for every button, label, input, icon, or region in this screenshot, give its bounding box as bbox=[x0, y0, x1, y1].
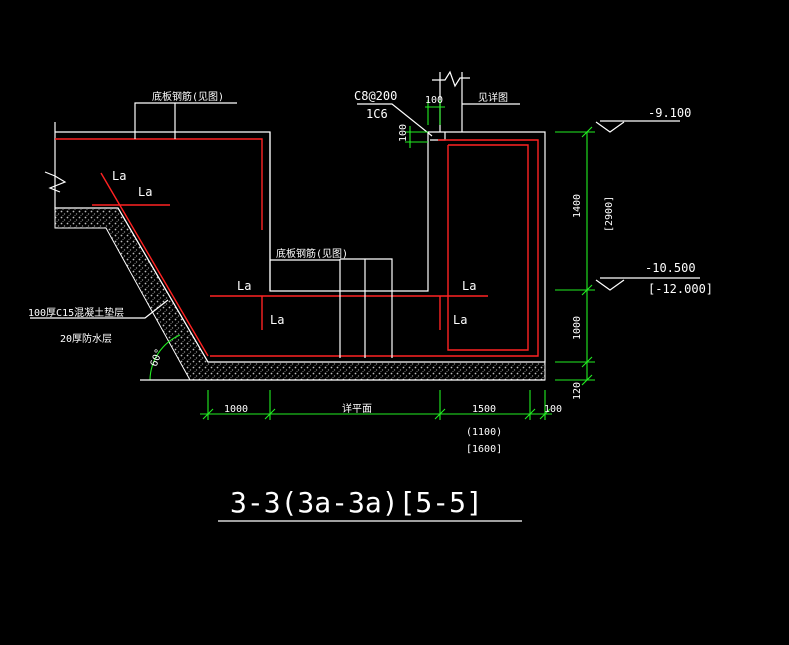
dim-h-mid: 详平面 bbox=[342, 402, 372, 415]
concrete-inner-outline bbox=[269, 132, 446, 291]
la-label-5: La bbox=[462, 279, 476, 293]
la-label-2: La bbox=[138, 185, 152, 199]
rebar-bottom bbox=[210, 139, 539, 357]
section-title: 3-3(3a-3a)[5-5] bbox=[230, 486, 483, 519]
dim-v-1000: 1000 bbox=[572, 316, 583, 340]
dim-h-1000: 1000 bbox=[224, 404, 248, 415]
cushion-note-2: 20厚防水层 bbox=[60, 332, 112, 345]
elevation-top: -9.100 bbox=[648, 106, 691, 120]
rebar-slope bbox=[100, 172, 209, 357]
dim-h-100: 100 bbox=[544, 404, 562, 415]
side-dimension-100 bbox=[405, 126, 428, 148]
top-right-note: 见详图 bbox=[478, 91, 508, 104]
top-break-zigzag bbox=[432, 70, 470, 88]
vertical-dimension-chain bbox=[555, 126, 595, 386]
middle-post bbox=[339, 258, 393, 358]
middle-note: 底板钢筋(见图) bbox=[276, 247, 348, 260]
dim-side-100: 100 bbox=[398, 124, 409, 142]
la-label-1: La bbox=[112, 169, 126, 183]
elevation-marker-top bbox=[595, 120, 680, 133]
rebar-top-left bbox=[55, 138, 263, 230]
top-left-note: 底板钢筋(见图) bbox=[152, 90, 224, 103]
elevation-mid: -10.500 bbox=[645, 261, 696, 275]
rebar-right-chamber bbox=[447, 144, 529, 351]
elevation-marker-mid bbox=[595, 277, 700, 291]
dim-h-1500-alt1: (1100) bbox=[466, 427, 502, 438]
dim-h-1500-alt2: [1600] bbox=[466, 444, 502, 455]
sloped-cushion-hatch bbox=[54, 207, 546, 381]
la-label-3: La bbox=[237, 279, 251, 293]
cushion-note-1: 100厚C15混凝土垫层 bbox=[28, 306, 124, 319]
leader-rebar-note bbox=[357, 103, 433, 137]
angle-label: 60° bbox=[149, 347, 166, 368]
horizontal-dimension-chain bbox=[200, 390, 552, 420]
leader-cushion bbox=[30, 299, 169, 319]
leader-top-left bbox=[134, 102, 237, 139]
top-dimension-100 bbox=[425, 100, 445, 125]
elevation-mid-bracket: [-12.000] bbox=[648, 282, 713, 296]
dim-h-1500: 1500 bbox=[472, 404, 496, 415]
rebar-sub-label: 1C6 bbox=[366, 107, 388, 121]
dim-top-100: 100 bbox=[425, 95, 443, 106]
dim-v-2900: [2900] bbox=[604, 196, 615, 232]
rebar-main-label: C8@200 bbox=[354, 89, 397, 103]
dim-v-1400: 1400 bbox=[572, 194, 583, 218]
la-label-4: La bbox=[270, 313, 284, 327]
la-label-6: La bbox=[453, 313, 467, 327]
dim-v-120: 120 bbox=[572, 382, 583, 400]
left-break-zigzag bbox=[44, 171, 67, 193]
angle-arc bbox=[149, 334, 181, 381]
